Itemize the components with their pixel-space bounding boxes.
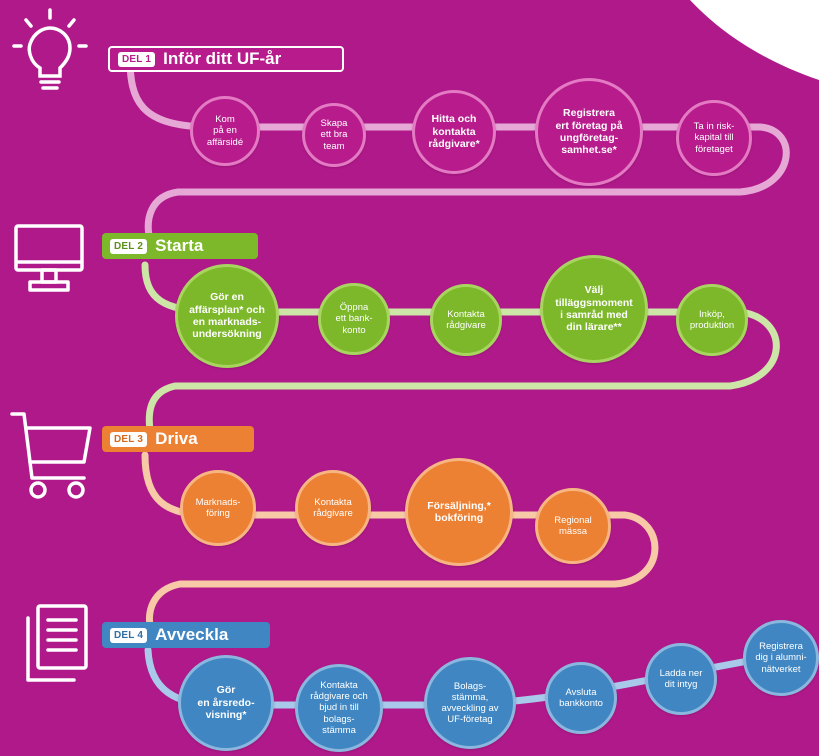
step-node: Kom på en affärsidé bbox=[190, 96, 260, 166]
section-tag-4: DEL 4 Avveckla bbox=[102, 622, 270, 648]
step-node: Avsluta bankkonto bbox=[545, 662, 617, 734]
step-node: Inköp, produktion bbox=[676, 284, 748, 356]
shopping-cart-icon bbox=[10, 412, 92, 499]
step-node: Ta in risk- kapital till företaget bbox=[676, 100, 752, 176]
step-node: Gör en affärsplan* och en marknads- unde… bbox=[175, 264, 279, 368]
section-number: DEL 2 bbox=[110, 238, 148, 254]
step-node: Öppna ett bank- konto bbox=[318, 283, 390, 355]
path-section-1 bbox=[126, 54, 790, 244]
documents-icon bbox=[26, 604, 88, 682]
step-node: Hitta och kontakta rådgivare* bbox=[412, 90, 496, 174]
step-node: Kontakta rådgivare och bjud in till bola… bbox=[295, 664, 383, 752]
path-section-2 bbox=[141, 261, 780, 434]
step-node: Registrera dig i alumni- nätverket bbox=[743, 620, 819, 696]
section-title: Avveckla bbox=[155, 625, 229, 644]
section-tag-1: DEL 1 Inför ditt UF-år bbox=[108, 46, 344, 72]
step-node: Försäljning,* bokföring bbox=[405, 458, 513, 566]
step-node: Kontakta rådgivare bbox=[295, 470, 371, 546]
section-tag-2: DEL 2 Starta bbox=[102, 233, 258, 259]
step-node: Gör en årsredo- visning* bbox=[178, 655, 274, 751]
white-corner-shape bbox=[690, 0, 819, 80]
step-node: Ladda ner dit intyg bbox=[645, 643, 717, 715]
section-number: DEL 3 bbox=[110, 431, 148, 447]
step-node: Marknads- föring bbox=[180, 470, 256, 546]
section-tag-3: DEL 3 Driva bbox=[102, 426, 254, 452]
step-node: Kontakta rådgivare bbox=[430, 284, 502, 356]
lightbulb-icon bbox=[12, 8, 88, 90]
step-node: Bolags- stämma, avveckling av UF-företag bbox=[424, 657, 516, 749]
section-title: Inför ditt UF-år bbox=[163, 49, 282, 68]
computer-monitor-icon bbox=[14, 224, 84, 292]
step-node: Regional mässa bbox=[535, 488, 611, 564]
section-title: Starta bbox=[155, 236, 204, 255]
section-title: Driva bbox=[155, 429, 198, 448]
path-section-3 bbox=[141, 451, 659, 629]
step-node: Registrera ert företag på ungföretag- sa… bbox=[535, 78, 643, 186]
step-node: Välj tilläggsmoment i samråd med din lär… bbox=[540, 255, 648, 363]
section-number: DEL 4 bbox=[110, 627, 148, 643]
step-node: Skapa ett bra team bbox=[302, 103, 366, 167]
section-number: DEL 1 bbox=[118, 51, 156, 67]
